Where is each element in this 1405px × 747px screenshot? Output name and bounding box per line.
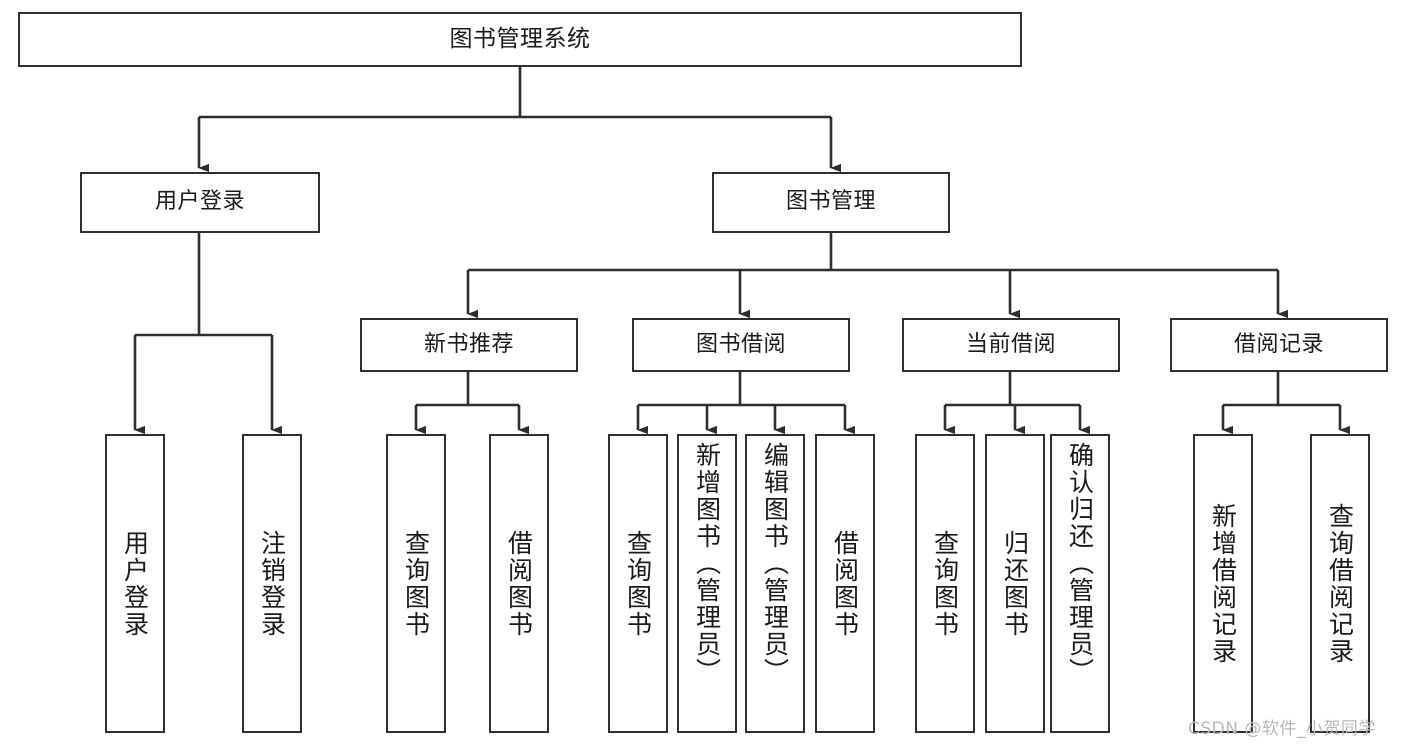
node-label: 借阅图书 — [830, 529, 860, 638]
node-current-borrow[interactable]: 当前借阅 — [902, 318, 1120, 372]
leaf-query-book-current[interactable]: 查询图书 — [915, 434, 975, 733]
node-label: 查询图书 — [930, 529, 960, 638]
leaf-borrow-book-recommend[interactable]: 借阅图书 — [489, 434, 549, 733]
leaf-return-book[interactable]: 归还图书 — [985, 434, 1045, 733]
node-label: 归还图书 — [1000, 529, 1030, 638]
node-label: 图书借阅 — [695, 331, 786, 357]
node-label: 图书管理系统 — [449, 25, 591, 52]
node-label: 确认归还（管理员） — [1065, 442, 1095, 685]
node-label: 注销登录 — [257, 529, 287, 638]
node-label: 借阅记录 — [1233, 331, 1324, 357]
node-user-login[interactable]: 用户登录 — [80, 172, 320, 233]
leaf-borrow-book[interactable]: 借阅图书 — [815, 434, 875, 733]
node-book-borrow[interactable]: 图书借阅 — [632, 318, 850, 372]
node-label: 新书推荐 — [423, 331, 514, 357]
leaf-add-borrow-record[interactable]: 新增借阅记录 — [1193, 434, 1253, 733]
node-root-system[interactable]: 图书管理系统 — [18, 12, 1022, 67]
node-new-book-recommend[interactable]: 新书推荐 — [360, 318, 578, 372]
leaf-query-borrow-record[interactable]: 查询借阅记录 — [1310, 434, 1370, 733]
csdn-watermark: CSDN @软件_小贺同学 — [1188, 719, 1376, 739]
node-label: 图书管理 — [785, 189, 876, 215]
leaf-edit-book[interactable]: 编辑图书（管理员） — [745, 434, 805, 733]
leaf-user-login[interactable]: 用户登录 — [105, 434, 165, 733]
node-label: 借阅图书 — [504, 529, 534, 638]
leaf-add-book[interactable]: 新增图书（管理员） — [677, 434, 737, 733]
node-label: 新增借阅记录 — [1208, 502, 1238, 665]
node-label: 用户登录 — [154, 189, 245, 215]
node-label: 新增图书（管理员） — [692, 442, 722, 685]
node-label: 查询图书 — [623, 529, 653, 638]
leaf-confirm-return[interactable]: 确认归还（管理员） — [1050, 434, 1110, 733]
node-label: 编辑图书（管理员） — [760, 442, 790, 685]
node-label: 当前借阅 — [965, 331, 1056, 357]
node-label: 用户登录 — [120, 529, 150, 638]
node-label: 查询借阅记录 — [1325, 502, 1355, 665]
leaf-query-book-borrow[interactable]: 查询图书 — [608, 434, 668, 733]
node-book-management[interactable]: 图书管理 — [712, 172, 950, 233]
node-borrow-record[interactable]: 借阅记录 — [1170, 318, 1388, 372]
leaf-query-book-recommend[interactable]: 查询图书 — [386, 434, 446, 733]
leaf-logout[interactable]: 注销登录 — [242, 434, 302, 733]
node-label: 查询图书 — [401, 529, 431, 638]
